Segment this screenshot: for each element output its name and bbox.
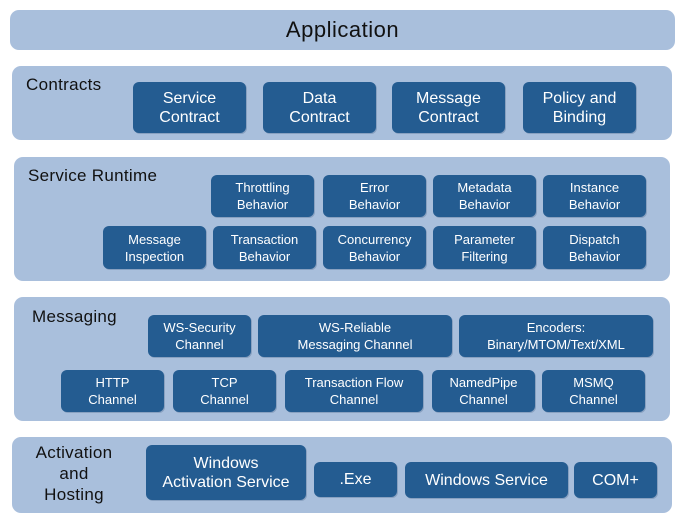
contracts-title: Contracts <box>26 75 102 94</box>
activation-hosting-title: Activation and Hosting <box>35 443 113 504</box>
application-layer: Application <box>10 10 675 50</box>
exe-box: .Exe <box>314 462 397 497</box>
transaction-flow-channel-box: Transaction Flow Channel <box>285 370 423 412</box>
metadata-behavior-box: Metadata Behavior <box>433 175 536 217</box>
service-contract-box: Service Contract <box>133 82 246 133</box>
throttling-behavior-box: Throttling Behavior <box>211 175 314 217</box>
error-behavior-box: Error Behavior <box>323 175 426 217</box>
msmq-channel-box: MSMQ Channel <box>542 370 645 412</box>
concurrency-behavior-box: Concurrency Behavior <box>323 226 426 269</box>
tcp-channel-box: TCP Channel <box>173 370 276 412</box>
dispatch-behavior-box: Dispatch Behavior <box>543 226 646 269</box>
application-title: Application <box>285 17 400 42</box>
messaging-title: Messaging <box>32 307 117 326</box>
policy-and-binding-box: Policy and Binding <box>523 82 636 133</box>
com-plus-box: COM+ <box>574 462 657 498</box>
service-runtime-title: Service Runtime <box>28 166 158 185</box>
windows-activation-service-box: Windows Activation Service <box>146 445 306 500</box>
message-inspection-box: Message Inspection <box>103 226 206 269</box>
windows-service-box: Windows Service <box>405 462 568 498</box>
instance-behavior-box: Instance Behavior <box>543 175 646 217</box>
data-contract-box: Data Contract <box>263 82 376 133</box>
namedpipe-channel-box: NamedPipe Channel <box>432 370 535 412</box>
http-channel-box: HTTP Channel <box>61 370 164 412</box>
ws-security-channel-box: WS-Security Channel <box>148 315 251 357</box>
encoders-box: Encoders: Binary/MTOM/Text/XML <box>459 315 653 357</box>
message-contract-box: Message Contract <box>392 82 505 133</box>
ws-reliable-messaging-channel-box: WS-Reliable Messaging Channel <box>258 315 452 357</box>
parameter-filtering-box: Parameter Filtering <box>433 226 536 269</box>
transaction-behavior-box: Transaction Behavior <box>213 226 316 269</box>
